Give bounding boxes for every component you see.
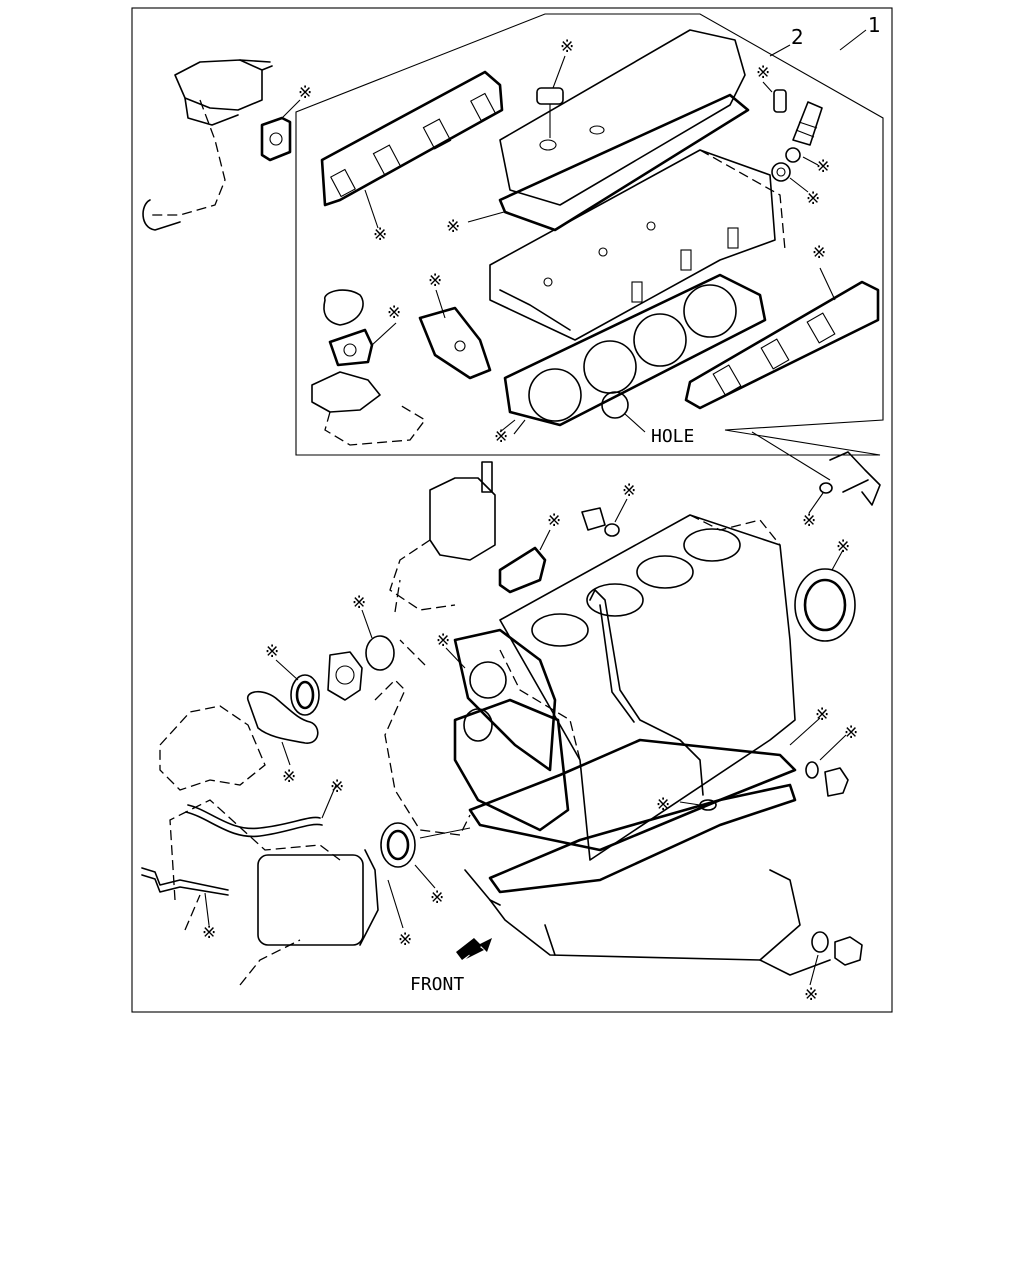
- oil-pan-gasket-upper: [468, 738, 797, 852]
- oil-pressure-switch: [824, 767, 849, 797]
- water-pump-body: [389, 461, 496, 613]
- exhaust-manifold-gasket: [684, 280, 880, 410]
- kit-mark: ※: [398, 930, 412, 950]
- kit-mark: ※: [656, 795, 670, 815]
- oil-pump-gasket: [418, 306, 492, 380]
- rear-oil-seal: [794, 568, 856, 642]
- kit-mark: ※: [806, 189, 820, 209]
- kit-mark: ※: [373, 225, 387, 245]
- front-oil-seal: [290, 674, 320, 716]
- kit-mark: ※: [330, 777, 344, 797]
- thermostat-gasket: [260, 116, 292, 162]
- kit-marks: ※ ※ ※ ※ ※ ※ ※ ※ ※ ※ ※ ※ ※ ※ ※ ※ ※ ※ ※ ※ …: [202, 37, 858, 1005]
- intake-manifold-gasket: [320, 70, 504, 207]
- hole-indicator: [601, 391, 629, 419]
- kit-mark: ※: [844, 723, 858, 743]
- kit-mark: ※: [836, 537, 850, 557]
- kit-mark: ※: [202, 923, 216, 943]
- water-pump-cover: [323, 289, 364, 326]
- water-pump-housing-left: [159, 705, 266, 791]
- oil-pressure-switch-washer: [805, 761, 819, 779]
- oil-pipe: [829, 451, 881, 506]
- hole-label: HOLE: [651, 426, 694, 447]
- callout-1-leader: [839, 29, 867, 51]
- kit-mark: ※: [804, 985, 818, 1005]
- thermostat-housing: [142, 59, 273, 231]
- water-pump-gasket: [498, 546, 547, 594]
- oil-level-gauge: [589, 589, 704, 796]
- set-2-panel: [295, 13, 884, 456]
- timing-gear-case-gasket: [453, 628, 557, 772]
- crankshaft-pulley-gasket: [327, 651, 363, 701]
- kit-mark: ※: [622, 481, 636, 501]
- injector-o-ring: [785, 147, 801, 163]
- kit-mark: ※: [816, 157, 830, 177]
- injector-seal: [771, 162, 791, 182]
- drain-plug-washer: [811, 931, 829, 953]
- water-outlet-gasket: [328, 328, 374, 367]
- timing-cover-seal-small: [141, 867, 229, 896]
- front-plate-gasket: [453, 698, 570, 832]
- kit-mark: ※: [298, 83, 312, 103]
- kit-mark: ※: [812, 243, 826, 263]
- kit-mark: ※: [446, 217, 460, 237]
- kit-mark: ※: [387, 303, 401, 323]
- bolt-gasket: [581, 507, 606, 531]
- water-outlet-housing: [311, 371, 426, 446]
- left-housing-dash: [374, 639, 471, 836]
- cylinder-head: [489, 149, 786, 341]
- oil-pipe-o-ring: [819, 482, 833, 494]
- water-pump-o-ring: [247, 690, 319, 744]
- kit-mark: ※: [352, 593, 366, 613]
- diagram-frame: [131, 7, 893, 1013]
- kit-mark: ※: [815, 705, 829, 725]
- timing-cover: [169, 799, 379, 986]
- kit-number-label: 1: [868, 13, 881, 37]
- drain-plug: [834, 936, 863, 966]
- timing-cover-seal: [185, 804, 323, 838]
- cylinder-head-cover: [498, 29, 750, 232]
- kit-mark: ※: [430, 888, 444, 908]
- injector: [792, 101, 823, 146]
- cylinder-head-gasket: [503, 273, 767, 427]
- kit-mark: ※: [560, 37, 574, 57]
- callout-2-leader: [769, 44, 791, 57]
- kit-mark: ※: [282, 767, 296, 787]
- kit-mark: ※: [802, 511, 816, 531]
- kit-mark: ※: [265, 642, 279, 662]
- front-arrow-icon: [456, 938, 492, 960]
- crankshaft-rear-seal: [380, 822, 416, 868]
- bolt-gasket-ring: [604, 523, 620, 537]
- kit-mark: ※: [494, 427, 508, 447]
- front-label: FRONT: [410, 974, 464, 995]
- injector-nozzle: [773, 89, 787, 113]
- kit-mark: ※: [547, 511, 561, 531]
- oil-seal-o-ring: [365, 635, 395, 671]
- oil-filler-cap: [536, 87, 564, 138]
- kit-mark: ※: [428, 271, 442, 291]
- leader-lines: [204, 55, 847, 986]
- kit-mark: ※: [756, 63, 770, 83]
- set-number-label: 2: [791, 25, 804, 49]
- oil-pan: [464, 869, 831, 976]
- kit-mark: ※: [436, 631, 450, 651]
- oil-pan-gasket-lower: [488, 783, 797, 894]
- cylinder-block: [499, 514, 796, 861]
